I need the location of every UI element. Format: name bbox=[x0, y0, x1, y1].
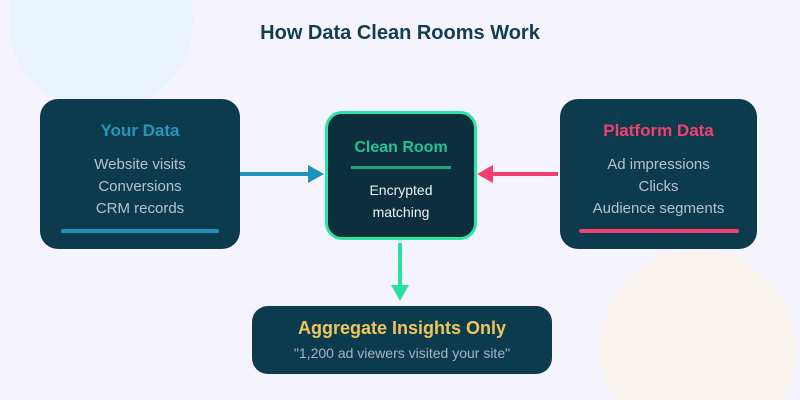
your-data-accent-bar bbox=[61, 229, 219, 233]
your-data-item: CRM records bbox=[95, 200, 185, 217]
platform-data-title: Platform Data bbox=[603, 121, 714, 140]
your-data-to-clean-room-arrow bbox=[240, 172, 310, 176]
clean-room-to-aggregate-arrow bbox=[398, 243, 402, 287]
platform-data-to-clean-room-arrow bbox=[489, 172, 558, 176]
clean-room-title: Clean Room bbox=[354, 139, 448, 156]
your-data-item: Website visits bbox=[94, 156, 186, 173]
your-data-title: Your Data bbox=[100, 121, 180, 140]
diagram-title: How Data Clean Rooms Work bbox=[260, 22, 540, 44]
platform-data-item: Ad impressions bbox=[607, 156, 710, 173]
background-circle-bottom-right bbox=[600, 250, 796, 400]
platform-data-item: Audience segments bbox=[592, 200, 725, 217]
clean-room-divider bbox=[351, 166, 451, 169]
platform-data-accent-bar bbox=[578, 229, 739, 233]
platform-data-node: Platform Data Ad impressions Clicks Audi… bbox=[560, 99, 757, 249]
your-data-node: Your Data Website visits Conversions CRM… bbox=[40, 99, 240, 249]
platform-data-item: Clicks bbox=[638, 178, 679, 195]
clean-room-description: Encrypted matching bbox=[369, 182, 433, 220]
aggregate-insights-node: Aggregate Insights Only "1,200 ad viewer… bbox=[252, 306, 552, 374]
background-circle-top-left bbox=[9, 0, 193, 112]
aggregate-insights-title: Aggregate Insights Only bbox=[297, 318, 507, 338]
arrow-left-icon bbox=[477, 165, 493, 183]
clean-room-node: Clean Room Encrypted matching bbox=[325, 111, 477, 240]
your-data-item: Conversions bbox=[98, 178, 182, 195]
platform-data-list: Ad impressions Clicks Audience segments bbox=[560, 154, 757, 220]
arrow-down-icon bbox=[391, 285, 409, 301]
your-data-list: Website visits Conversions CRM records bbox=[40, 154, 240, 220]
aggregate-insights-subtitle: "1,200 ad viewers visited your site" bbox=[293, 345, 511, 361]
arrow-right-icon bbox=[308, 165, 324, 183]
